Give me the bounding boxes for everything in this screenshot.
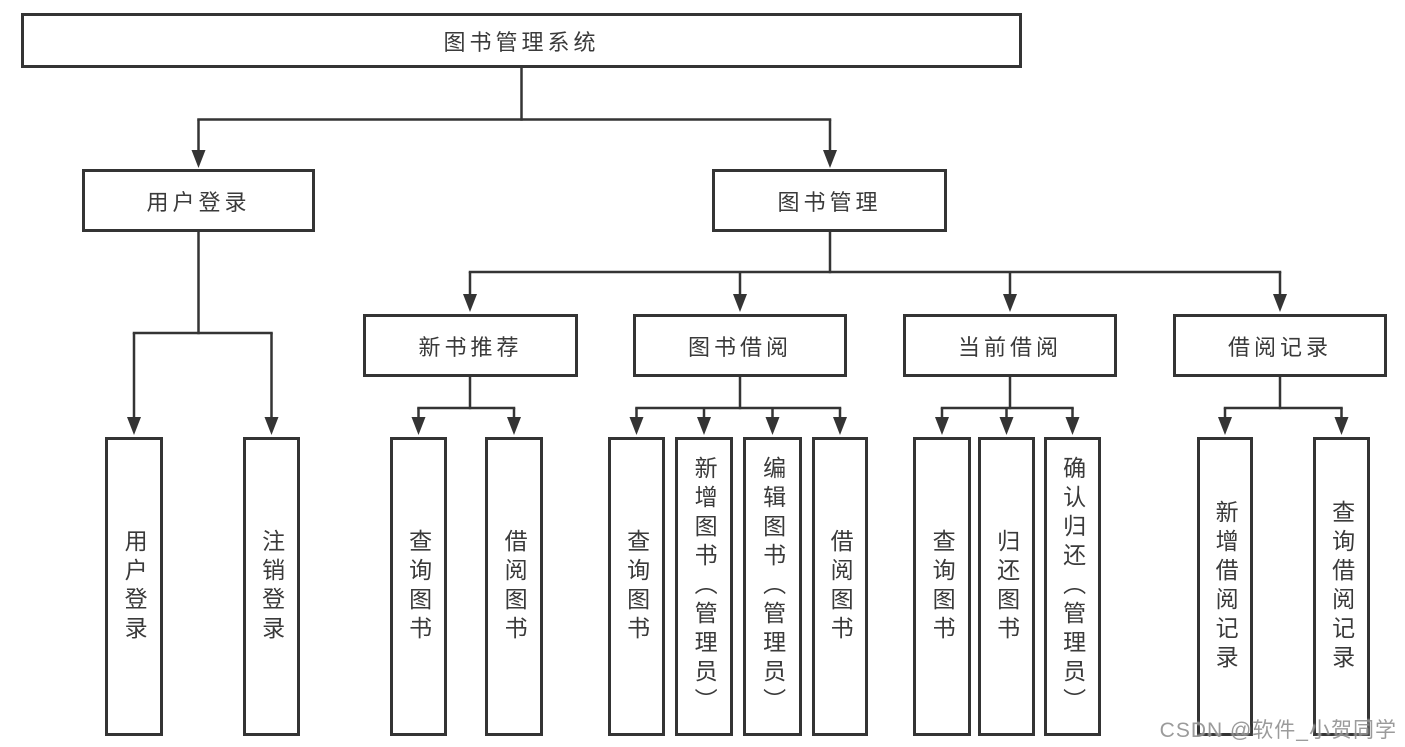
node-current-borrow: 当前借阅 [903,314,1117,377]
node-user-login-label: 用户登录 [146,189,251,215]
leaf-recommend-borrow-books-label: 借阅图书 [501,528,528,645]
leaf-records-query-record: 查询借阅记录 [1313,437,1370,736]
leaf-user-login: 用户登录 [105,437,163,736]
leaf-recommend-borrow-books: 借阅图书 [485,437,543,736]
watermark: CSDN @软件_小贺同学 [1159,719,1397,742]
leaf-borrow-query-books-label: 查询图书 [623,528,650,645]
node-new-book-recommend-label: 新书推荐 [418,334,523,360]
leaf-recommend-query-books: 查询图书 [390,437,447,736]
leaf-current-confirm-return-admin: 确认归还（管理员） [1044,437,1101,736]
leaf-borrow-edit-books-admin: 编辑图书（管理员） [743,437,802,736]
node-book-borrow: 图书借阅 [633,314,847,377]
leaf-current-query-books-label: 查询图书 [929,528,956,645]
node-root: 图书管理系统 [21,13,1022,68]
leaf-borrow-borrow-books-label: 借阅图书 [827,528,854,645]
leaf-logout: 注销登录 [243,437,300,736]
leaf-borrow-borrow-books: 借阅图书 [812,437,868,736]
leaf-records-add-record: 新增借阅记录 [1197,437,1253,736]
leaf-borrow-query-books: 查询图书 [608,437,665,736]
node-book-management-label: 图书管理 [777,189,882,215]
node-book-borrow-label: 图书借阅 [687,334,792,360]
leaf-borrow-add-books-admin: 新增图书（管理员） [675,437,733,736]
node-root-label: 图书管理系统 [443,29,600,55]
node-new-book-recommend: 新书推荐 [363,314,578,377]
node-current-borrow-label: 当前借阅 [957,334,1062,360]
arrowhead-icons [127,150,1349,435]
leaf-borrow-edit-books-admin-label: 编辑图书（管理员） [759,456,786,717]
leaf-recommend-query-books-label: 查询图书 [405,528,432,645]
leaf-records-query-record-label: 查询借阅记录 [1328,499,1355,674]
leaf-borrow-add-books-admin-label: 新增图书（管理员） [691,456,718,717]
node-borrow-records-label: 借阅记录 [1227,334,1332,360]
leaf-current-return-books: 归还图书 [978,437,1035,736]
leaf-current-confirm-return-admin-label: 确认归还（管理员） [1059,456,1086,717]
leaf-logout-label: 注销登录 [258,528,285,645]
leaf-user-login-label: 用户登录 [121,528,148,645]
node-book-management: 图书管理 [712,169,947,232]
leaf-current-return-books-label: 归还图书 [993,528,1020,645]
node-user-login: 用户登录 [82,169,315,232]
leaf-current-query-books: 查询图书 [913,437,971,736]
node-borrow-records: 借阅记录 [1173,314,1387,377]
leaf-records-add-record-label: 新增借阅记录 [1212,499,1239,674]
connector-buses [132,66,1343,410]
